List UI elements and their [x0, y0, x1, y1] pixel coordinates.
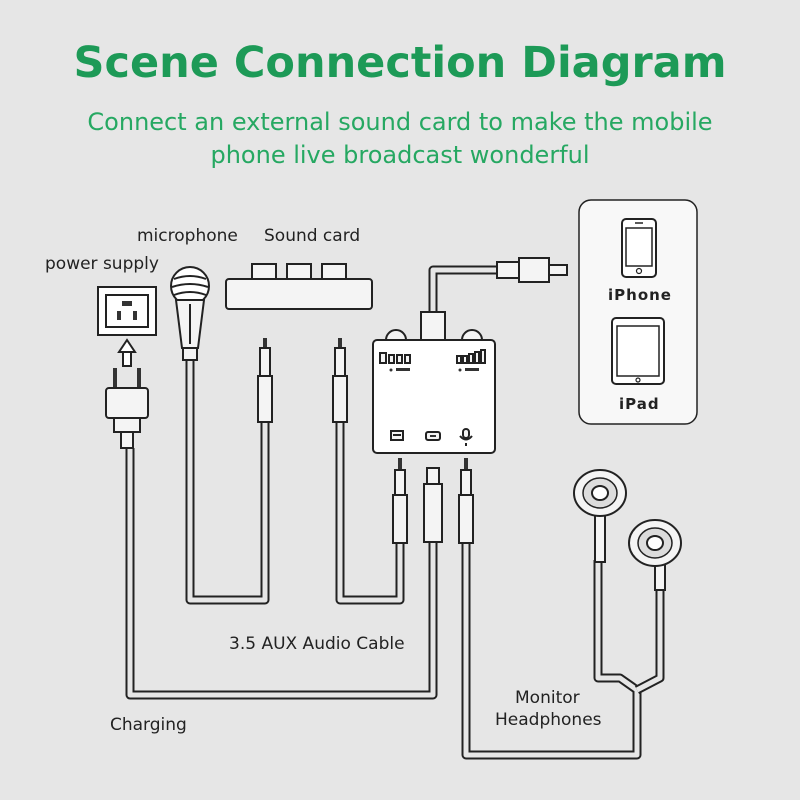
label-iphone: iPhone — [608, 286, 672, 304]
earphone-icon — [573, 469, 627, 563]
aux-jack-icon — [458, 458, 474, 544]
page-subtitle: Connect an external sound card to make t… — [87, 108, 713, 169]
label-charging: Charging — [110, 715, 187, 735]
aux-jack-icon — [392, 458, 408, 544]
lightning-connector-icon — [423, 467, 443, 543]
label-sound-card: Sound card — [264, 226, 361, 246]
aux-jack-icon — [332, 338, 348, 423]
power-plug-icon — [105, 368, 149, 449]
label-monitor: Monitor — [515, 688, 580, 708]
audio-interface-box — [372, 311, 496, 454]
cable-microphone-aux — [185, 360, 270, 605]
label-ipad: iPad — [619, 395, 660, 413]
device-card — [578, 199, 698, 425]
aux-jack-icon — [257, 338, 273, 423]
cable-charging — [125, 448, 438, 700]
power-socket-icon — [97, 286, 157, 336]
sound-card-icon — [225, 263, 373, 310]
earphone-icon — [628, 519, 682, 591]
label-headphones: Headphones — [495, 710, 602, 730]
page-title: Scene Connection Diagram — [73, 38, 727, 88]
label-aux-cable: 3.5 AUX Audio Cable — [229, 634, 405, 654]
label-microphone: microphone — [137, 226, 238, 246]
up-arrow-icon — [117, 338, 137, 367]
iphone-icon — [621, 218, 657, 278]
lightning-connector-icon — [496, 257, 568, 283]
ipad-icon — [611, 317, 665, 385]
cable-soundcard-aux — [335, 420, 405, 605]
label-power-supply: power supply — [45, 254, 159, 274]
cable-headphones — [461, 540, 665, 760]
microphone-icon — [170, 266, 210, 361]
